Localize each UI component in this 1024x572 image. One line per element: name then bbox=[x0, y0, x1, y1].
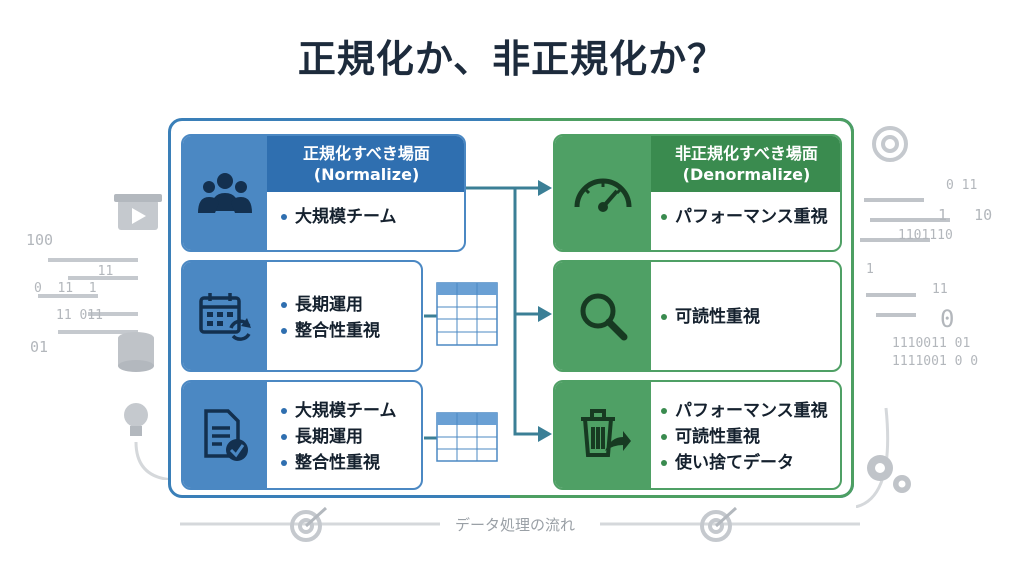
table-icon-1 bbox=[436, 282, 498, 346]
list-item: 整合性重視 bbox=[281, 318, 380, 344]
denormalize-card-1: 非正規化すべき場面 (Denormalize) パフォーマンス重視 bbox=[553, 134, 842, 252]
normalize-card-3-side bbox=[183, 382, 267, 488]
flow-label: データ処理の流れ bbox=[440, 514, 590, 535]
denormalize-header: 非正規化すべき場面 (Denormalize) bbox=[651, 136, 840, 192]
flow-line bbox=[180, 506, 860, 542]
normalize-header: 正規化すべき場面 (Normalize) bbox=[267, 136, 464, 192]
list-item: パフォーマンス重視 bbox=[661, 398, 828, 424]
team-icon bbox=[198, 173, 252, 213]
normalize-card-2-list: 長期運用 整合性重視 bbox=[281, 292, 380, 344]
binary-left-3: 11 011 bbox=[56, 308, 103, 323]
normalize-card-3: 大規模チーム 長期運用 整合性重視 bbox=[181, 380, 423, 490]
normalize-card-1-side bbox=[183, 136, 267, 250]
binary-right-1: 1 10 bbox=[938, 206, 993, 224]
binary-left-1: 11 bbox=[82, 264, 114, 279]
denormalize-card-3-side bbox=[555, 382, 651, 488]
normalize-card-2-side bbox=[183, 262, 267, 370]
binary-right-0: 0 11 bbox=[946, 178, 978, 193]
denormalize-card-3-list: パフォーマンス重視 可読性重視 使い捨てデータ bbox=[661, 398, 828, 476]
decor-left bbox=[38, 194, 168, 480]
binary-left-2: 0 11 1 bbox=[34, 281, 97, 296]
connectors bbox=[424, 180, 552, 442]
binary-right-7: 1111001 0 0 bbox=[892, 354, 979, 369]
page-title: 正規化か、非正規化か？ bbox=[297, 37, 727, 81]
binary-right-2: 1101110 bbox=[898, 228, 953, 243]
normalize-header-subtitle: (Normalize) bbox=[313, 165, 420, 184]
denormalize-header-title: 非正規化すべき場面 bbox=[675, 144, 818, 163]
normalize-card-1-list: 大規模チーム bbox=[281, 204, 397, 230]
list-item: 長期運用 bbox=[281, 292, 380, 318]
denormalize-card-1-list: パフォーマンス重視 bbox=[661, 204, 828, 230]
normalize-card-2: 長期運用 整合性重視 bbox=[181, 260, 423, 372]
main-frame-right bbox=[510, 118, 854, 498]
denormalize-header-subtitle: (Denormalize) bbox=[682, 165, 811, 184]
denormalize-card-1-side bbox=[555, 136, 651, 250]
list-item: 整合性重視 bbox=[281, 450, 397, 476]
list-item: パフォーマンス重視 bbox=[661, 204, 828, 230]
denormalize-card-2-side bbox=[555, 262, 651, 370]
speedometer-icon bbox=[574, 178, 632, 212]
normalize-header-title: 正規化すべき場面 bbox=[303, 144, 430, 163]
normalize-card-1: 正規化すべき場面 (Normalize) 大規模チーム bbox=[181, 134, 466, 252]
denormalize-card-2: 可読性重視 bbox=[553, 260, 842, 372]
binary-right-6: 1110011 01 bbox=[892, 336, 971, 351]
binary-left-0: 100 bbox=[26, 231, 54, 249]
list-item: 使い捨てデータ bbox=[661, 450, 828, 476]
list-item: 大規模チーム bbox=[281, 398, 397, 424]
list-item: 可読性重視 bbox=[661, 424, 828, 450]
list-item: 大規模チーム bbox=[281, 204, 397, 230]
table-icon-2 bbox=[436, 412, 498, 462]
magnifier-icon bbox=[580, 293, 628, 341]
denormalize-card-2-list: 可読性重視 bbox=[661, 304, 760, 330]
calendar-refresh-icon bbox=[199, 293, 251, 341]
list-item: 長期運用 bbox=[281, 424, 397, 450]
binary-right-3: 1 bbox=[866, 262, 874, 277]
trash-export-icon bbox=[581, 409, 631, 457]
binary-right-4: 11 bbox=[932, 282, 948, 297]
binary-left-4: 01 bbox=[30, 338, 49, 356]
decor-right bbox=[856, 126, 950, 508]
document-check-icon bbox=[204, 409, 248, 461]
binary-right-5: 0 bbox=[940, 305, 955, 333]
denormalize-card-3: パフォーマンス重視 可読性重視 使い捨てデータ bbox=[553, 380, 842, 490]
list-item: 可読性重視 bbox=[661, 304, 760, 330]
normalize-card-3-list: 大規模チーム 長期運用 整合性重視 bbox=[281, 398, 397, 476]
